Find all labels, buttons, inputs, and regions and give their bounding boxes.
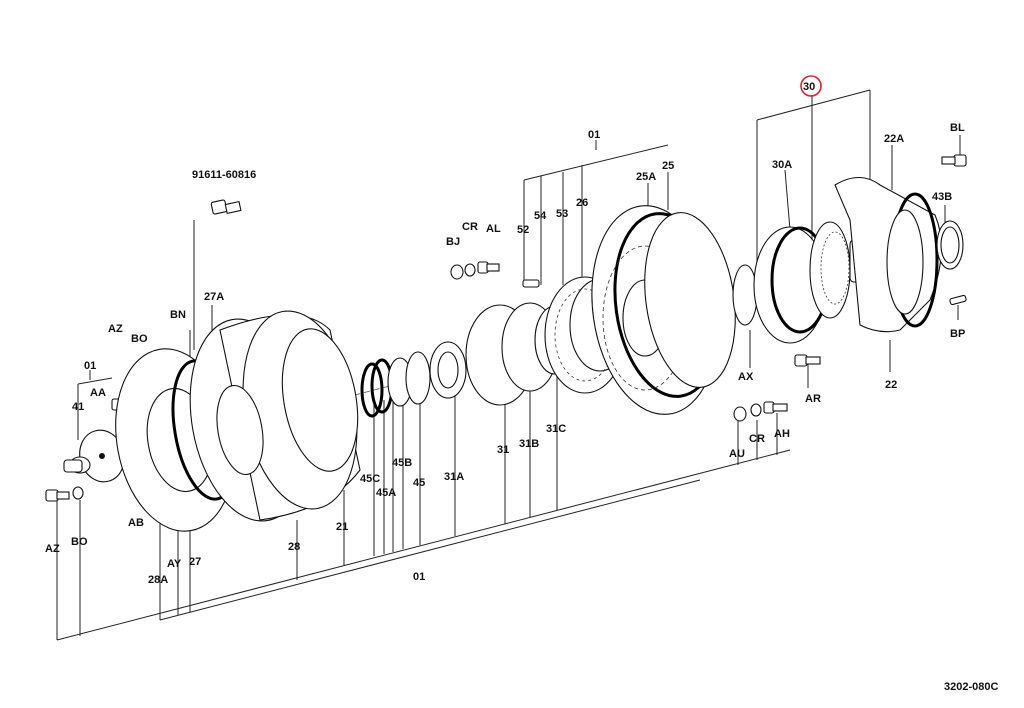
ring-ax bbox=[732, 264, 758, 326]
label-30a: 30A bbox=[772, 159, 792, 171]
label-aa: AA bbox=[90, 387, 106, 399]
label-31: 31 bbox=[497, 444, 509, 456]
label-54: 54 bbox=[534, 210, 547, 222]
label-31c: 31C bbox=[546, 423, 566, 435]
label-26: 26 bbox=[576, 197, 588, 209]
label-bp: BP bbox=[950, 328, 965, 340]
label-ab: AB bbox=[128, 517, 144, 529]
label-28: 28 bbox=[288, 541, 300, 553]
label-ah: AH bbox=[774, 428, 790, 440]
label-az-bottom: AZ bbox=[45, 543, 60, 555]
label-01-left: 01 bbox=[84, 360, 96, 372]
assembly-bracket-lines bbox=[56, 89, 961, 641]
label-bl: BL bbox=[950, 122, 965, 134]
label-az-top: AZ bbox=[108, 323, 123, 335]
label-ax: AX bbox=[738, 371, 754, 383]
bolt-az-bottom bbox=[45, 486, 84, 502]
label-25a: 25A bbox=[636, 171, 656, 183]
highlight-circle bbox=[800, 75, 822, 97]
label-43b: 43B bbox=[932, 191, 952, 203]
label-45a: 45A bbox=[376, 487, 396, 499]
bolt-ar bbox=[794, 354, 821, 367]
label-31b: 31B bbox=[519, 438, 539, 450]
ring-31a bbox=[429, 341, 467, 399]
label-91611: 91611-60816 bbox=[192, 169, 256, 181]
label-cr-bottom: CR bbox=[749, 433, 765, 445]
label-31a: 31A bbox=[444, 471, 464, 483]
pin-bp bbox=[949, 294, 967, 306]
small-parts-bottom bbox=[733, 401, 788, 422]
part-labels: 91611-60816 01 01 01 AZ BO BN 27A AA 41 … bbox=[45, 75, 998, 693]
label-ay: AY bbox=[167, 558, 182, 570]
label-bj: BJ bbox=[446, 236, 460, 248]
label-45b: 45B bbox=[392, 457, 412, 469]
bolt-91611 bbox=[210, 199, 242, 215]
parts-drawing bbox=[45, 154, 967, 532]
label-53: 53 bbox=[556, 208, 568, 220]
label-bo-top: BO bbox=[131, 333, 148, 345]
label-bn: BN bbox=[170, 309, 186, 321]
label-27: 27 bbox=[189, 556, 201, 568]
label-au: AU bbox=[729, 448, 745, 460]
label-22a: 22A bbox=[884, 133, 904, 145]
label-28a: 28A bbox=[148, 574, 168, 586]
stator-31 bbox=[465, 302, 576, 406]
label-45c: 45C bbox=[360, 473, 380, 485]
label-01-top: 01 bbox=[588, 129, 600, 141]
label-bo-bottom: BO bbox=[71, 536, 88, 548]
label-ar: AR bbox=[805, 393, 821, 405]
cover-22 bbox=[834, 176, 942, 333]
label-45: 45 bbox=[413, 477, 425, 489]
bolt-bl bbox=[941, 154, 967, 167]
label-22: 22 bbox=[885, 379, 897, 391]
housing-28 bbox=[189, 310, 361, 522]
seal-ring-43b bbox=[936, 220, 964, 270]
small-parts-top bbox=[450, 261, 540, 288]
label-21: 21 bbox=[336, 521, 348, 533]
label-cr-top: CR bbox=[462, 221, 478, 233]
label-al: AL bbox=[486, 223, 501, 235]
flange-41 bbox=[63, 429, 125, 483]
impeller-25 bbox=[591, 205, 736, 415]
label-27a: 27A bbox=[204, 291, 224, 303]
label-01-bottom: 01 bbox=[413, 571, 425, 583]
label-41: 41 bbox=[72, 401, 84, 413]
label-52: 52 bbox=[517, 224, 529, 236]
bearing-rings-45 bbox=[360, 351, 431, 418]
drawing-number: 3202-080C bbox=[944, 681, 998, 693]
label-25: 25 bbox=[662, 160, 674, 172]
label-30-highlighted[interactable]: 30 bbox=[803, 81, 815, 93]
